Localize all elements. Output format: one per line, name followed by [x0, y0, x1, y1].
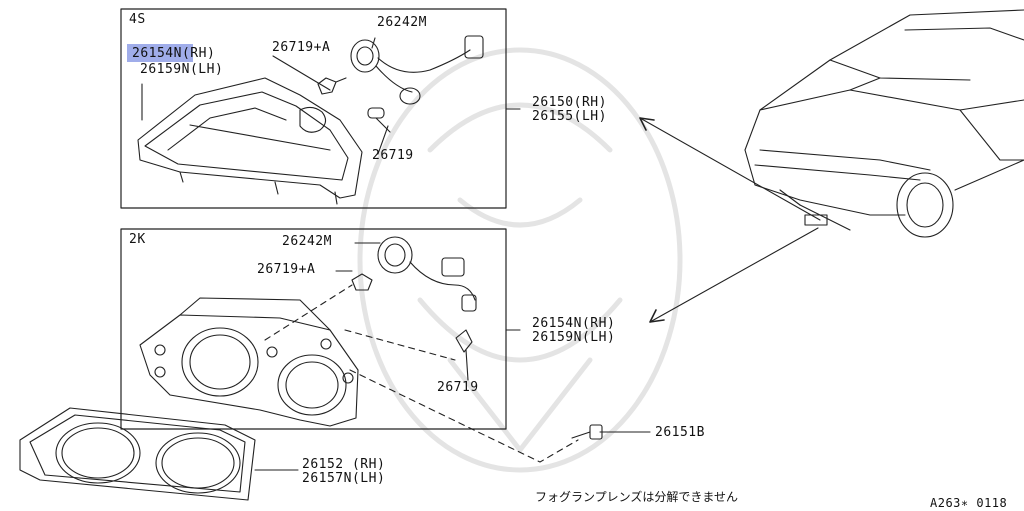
part-label-26152-rh[interactable]: 26152 (RH) [302, 457, 386, 472]
diagram-code: A263∗ 0118 [930, 496, 1008, 510]
footer-note-jp: フォグランプレンズは分解できません [535, 490, 739, 504]
fog-lamp-2k-housing [139, 297, 359, 427]
socket-harness-2k [377, 236, 477, 312]
bulb-26719a-2k [351, 273, 373, 291]
box-2k-title: 2K [129, 232, 146, 247]
part-label-26155-lh[interactable]: 26155(LH) [532, 109, 607, 124]
bulb-26719-2k [455, 329, 473, 353]
bulb-26719a-4s [317, 77, 347, 95]
watermark-emblem [357, 47, 683, 473]
part-label-26154n-rh[interactable]: 26154N(RH) [532, 316, 616, 331]
part-label-26150-rh[interactable]: 26150(RH) [532, 95, 607, 110]
part-label-26157n-lh[interactable]: 26157N(LH) [302, 471, 386, 486]
socket-harness-4s [350, 35, 484, 105]
box-4s-title: 4S [129, 12, 146, 27]
part-label-26719-4s[interactable]: 26719 [372, 148, 414, 163]
box-2k-frame [120, 228, 507, 430]
assembly-dashed-lines [264, 284, 579, 463]
part-label-26151b[interactable]: 26151B [655, 425, 705, 440]
pointer-arrows [639, 117, 821, 323]
bulb-26719-4s [367, 107, 391, 133]
part-label-26242m-2k[interactable]: 26242M [282, 234, 332, 249]
bezel-26152 [19, 407, 256, 501]
selected-part-highlight[interactable] [127, 44, 193, 62]
part-label-26719a-2k[interactable]: 26719+A [257, 262, 316, 277]
part-label-26159n-lh-4s[interactable]: 26159N(LH) [140, 62, 224, 77]
car-illustration [744, 9, 1024, 238]
fog-lamp-4s-housing [137, 77, 363, 205]
bolt-26151b [571, 424, 651, 440]
part-label-26242m-4s[interactable]: 26242M [377, 15, 427, 30]
part-label-26159n-lh[interactable]: 26159N(LH) [532, 330, 616, 345]
part-label-26719-2k[interactable]: 26719 [437, 380, 479, 395]
part-label-26154n-rh-4s[interactable]: 26154N(RH) [132, 46, 216, 61]
part-label-26719a-4s[interactable]: 26719+A [272, 40, 331, 55]
